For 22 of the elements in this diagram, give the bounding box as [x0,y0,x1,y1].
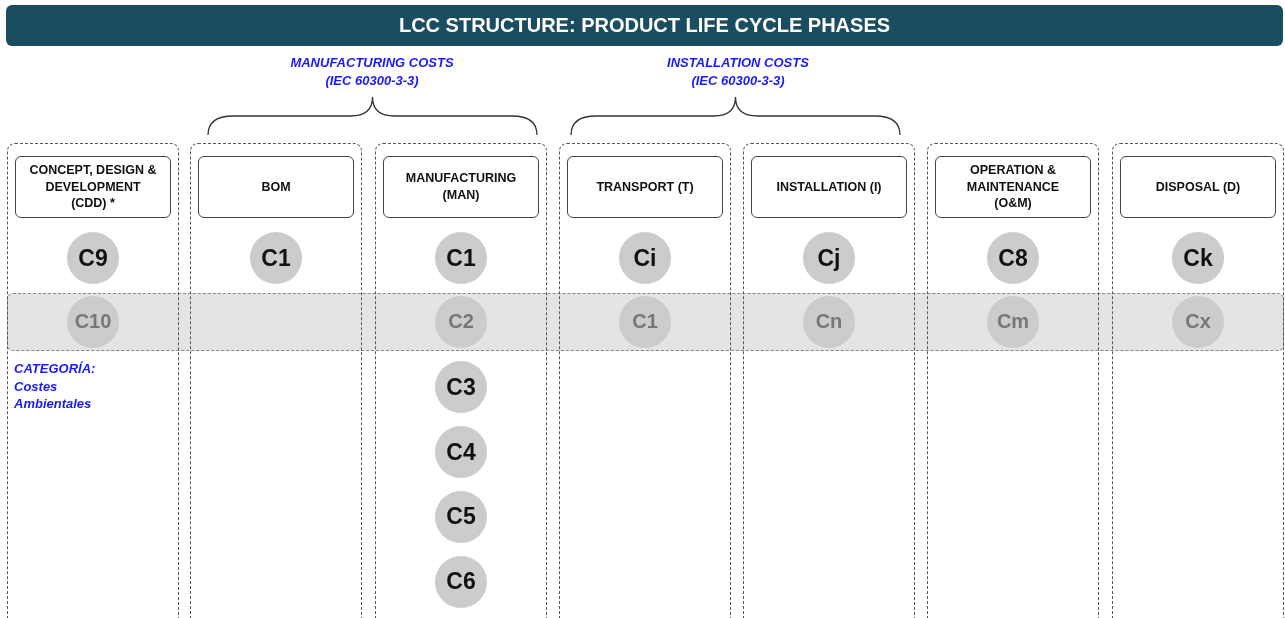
cost-circle: Ck [1172,232,1224,284]
cost-circle: C1 [250,232,302,284]
phase-box: INSTALLATION (I) [751,156,907,218]
cost-circle: Cj [803,232,855,284]
phase-box: TRANSPORT (T) [567,156,723,218]
phase-box: MANUFACTURING (MAN) [383,156,539,218]
cost-circle: C6 [435,555,487,608]
phase-box: CONCEPT, DESIGN & DEVELOPMENT (CDD) * [15,156,171,218]
cost-circle: C5 [435,490,487,543]
cost-circle: C3 [435,361,487,414]
phase-box: OPERATION & MAINTENANCE (O&M) [935,156,1091,218]
phase-box: BOM [198,156,354,218]
cost-circle: Ci [619,232,671,284]
cost-circle: C9 [67,232,119,284]
annotation-text: CATEGORÍA: Costes Ambientales [14,360,97,413]
title-bar: LCC STRUCTURE: PRODUCT LIFE CYCLE PHASES [6,5,1283,46]
annotation-text: MANUFACTURING COSTS (IEC 60300-3-3) [289,54,455,90]
annotation-text: INSTALLATION COSTS (IEC 60300-3-3) [666,54,810,90]
cost-circle: C4 [435,426,487,479]
phase-box: DISPOSAL (D) [1120,156,1276,218]
cost-circle: C1 [435,232,487,284]
cost-circle: C8 [987,232,1039,284]
